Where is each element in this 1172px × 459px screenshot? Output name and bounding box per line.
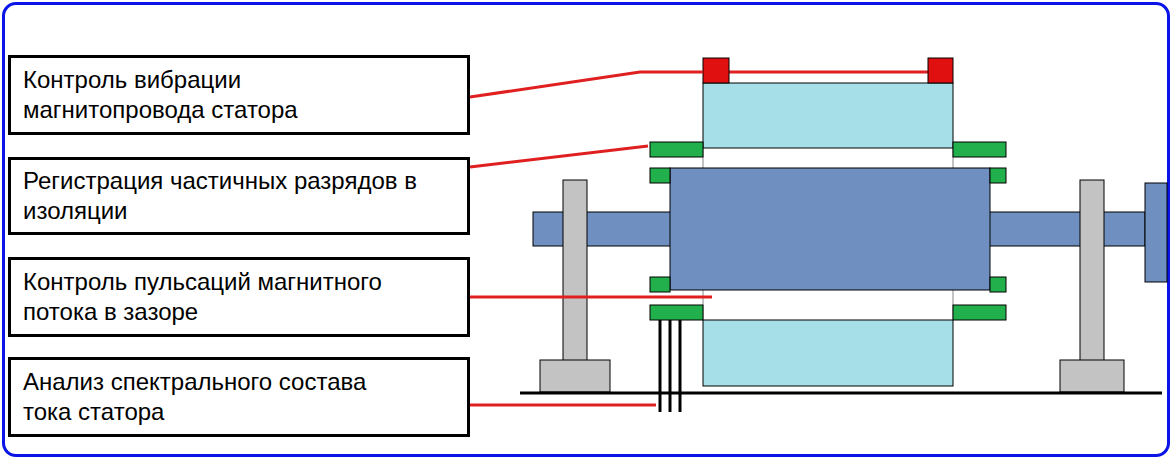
box-text: Контроль вибрации магнитопровода статора bbox=[23, 65, 418, 125]
caption-box: Контроль вибрации магнитопровода статора bbox=[8, 55, 470, 135]
box-text: Контроль пульсаций магнитного потока в з… bbox=[23, 267, 418, 327]
box-text: Регистрация частичных разрядов в изоляци… bbox=[23, 166, 418, 226]
caption-box: Анализ спектрального состава тока статор… bbox=[8, 357, 470, 437]
box-text: Анализ спектрального состава тока статор… bbox=[23, 367, 418, 427]
caption-box: Контроль пульсаций магнитного потока в з… bbox=[8, 257, 470, 337]
caption-box: Регистрация частичных разрядов в изоляци… bbox=[8, 157, 470, 235]
